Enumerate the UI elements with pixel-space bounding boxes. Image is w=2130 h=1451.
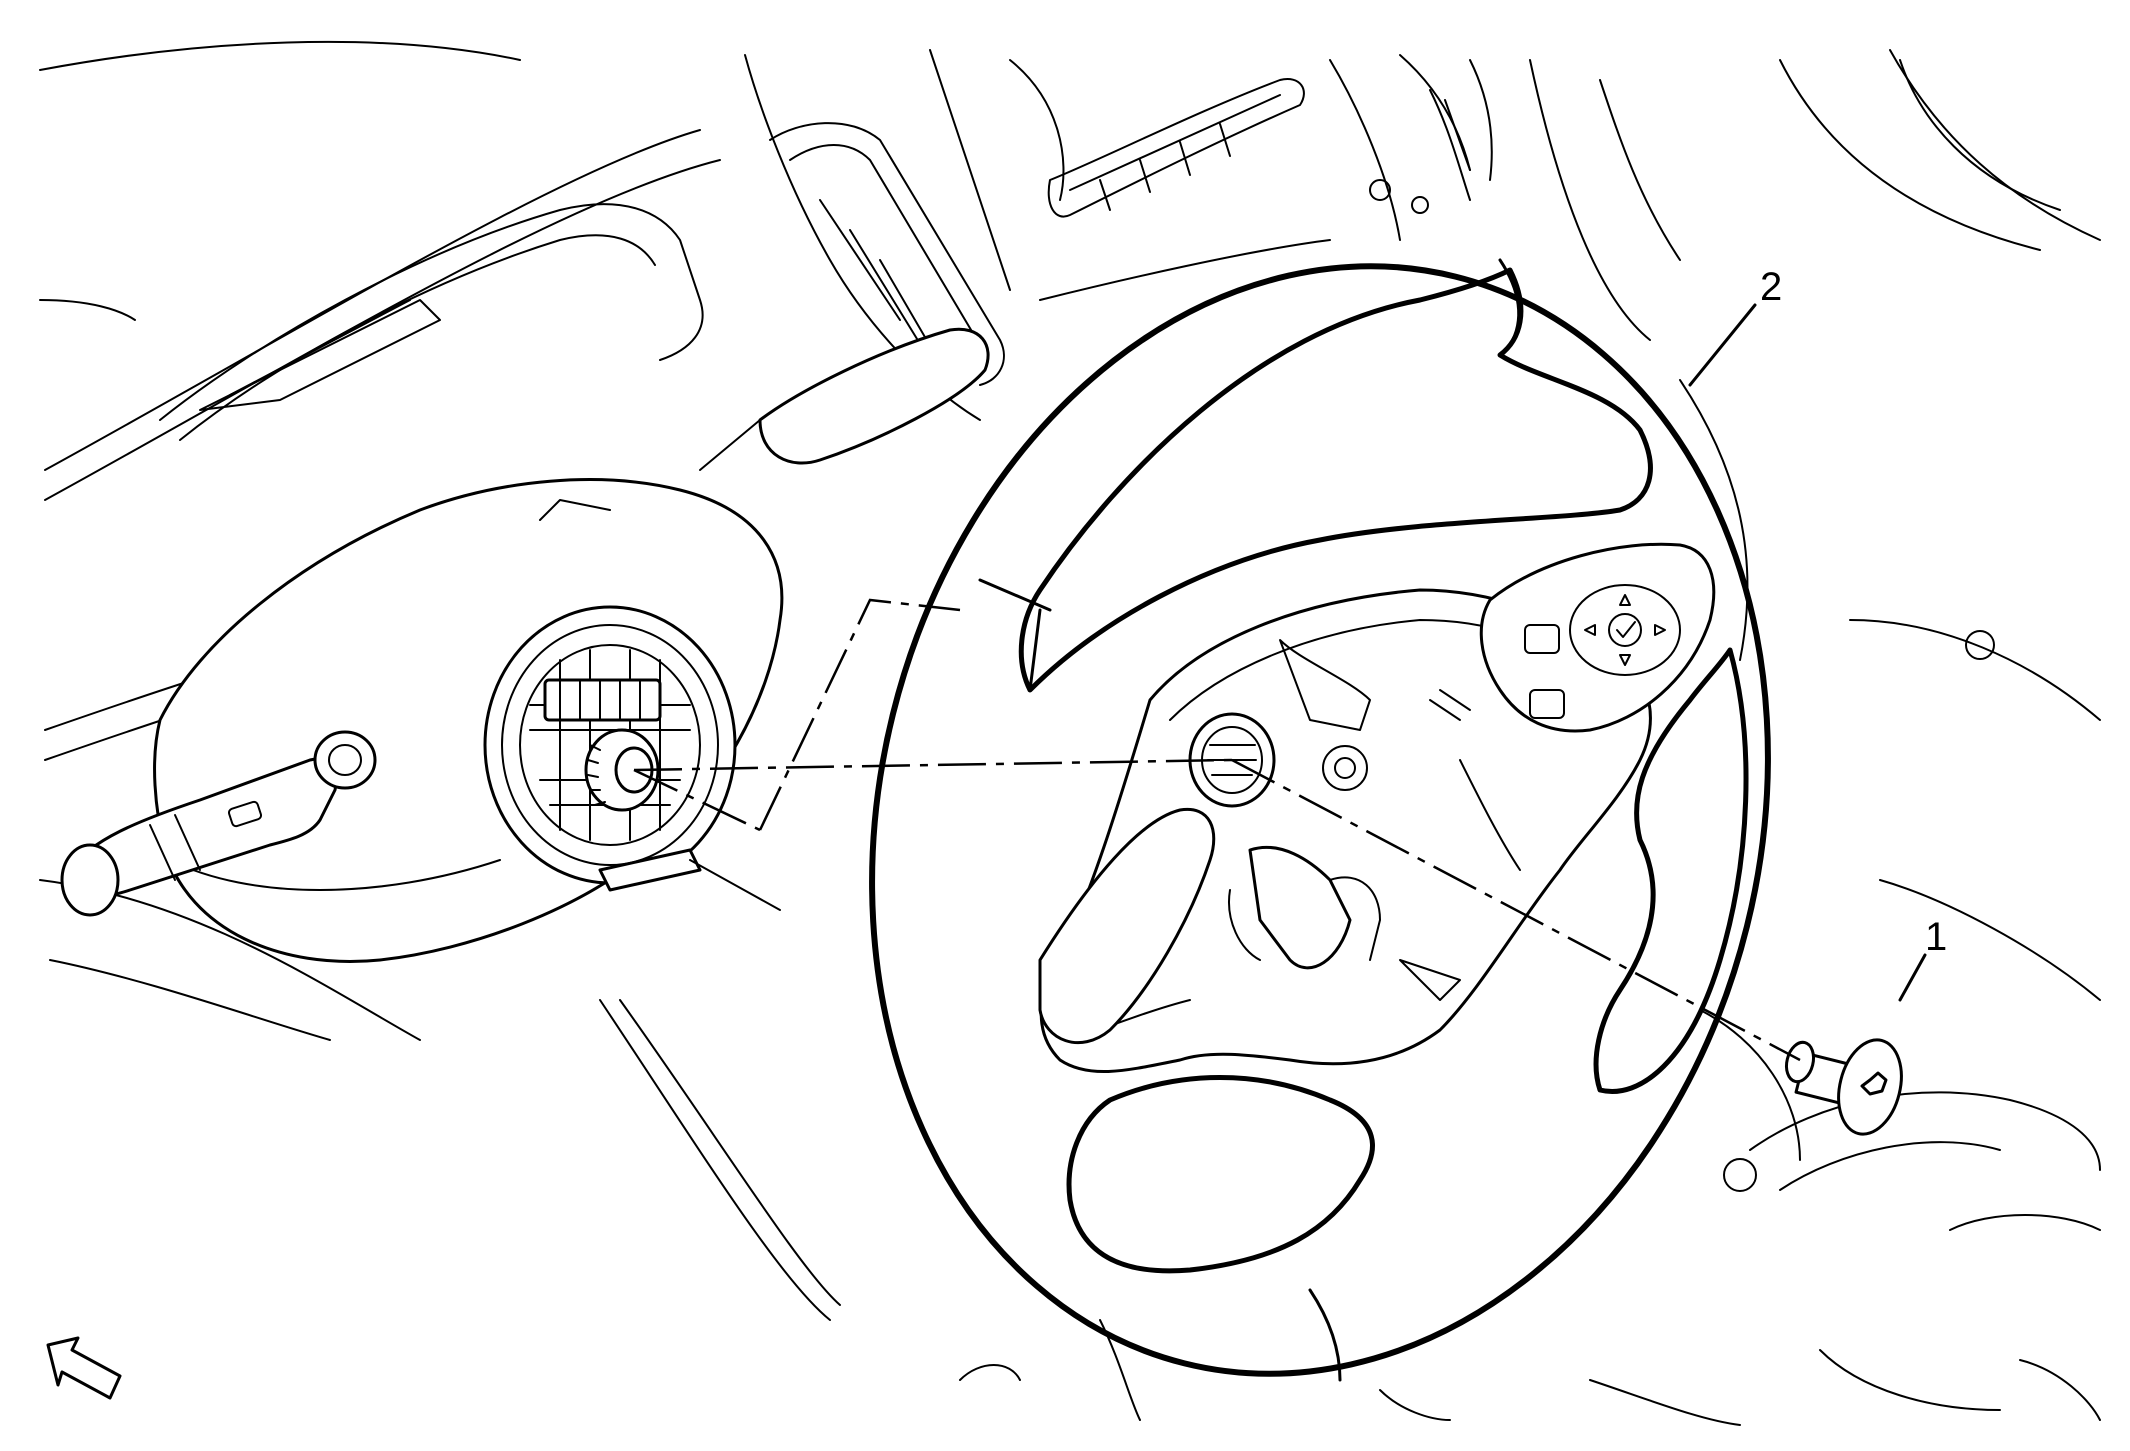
dashboard-background [39,40,2101,1426]
callout-label-1: 1 [1925,915,1947,959]
steering-column-assembly [60,327,990,963]
turn-signal-stalk [60,757,338,917]
view-direction-arrow-icon [46,1336,122,1400]
callout-label-2: 2 [1760,265,1782,309]
callout-bolt: 1 [1898,915,1947,1002]
steering-wheel-controls [1479,542,1716,733]
assembly-centerline [633,598,1801,1062]
clock-spring-icon [483,605,781,911]
bolt-icon [1784,1038,1903,1136]
steering-wheel-icon [869,258,1771,1382]
callout-steering-wheel: 2 [1688,265,1782,387]
